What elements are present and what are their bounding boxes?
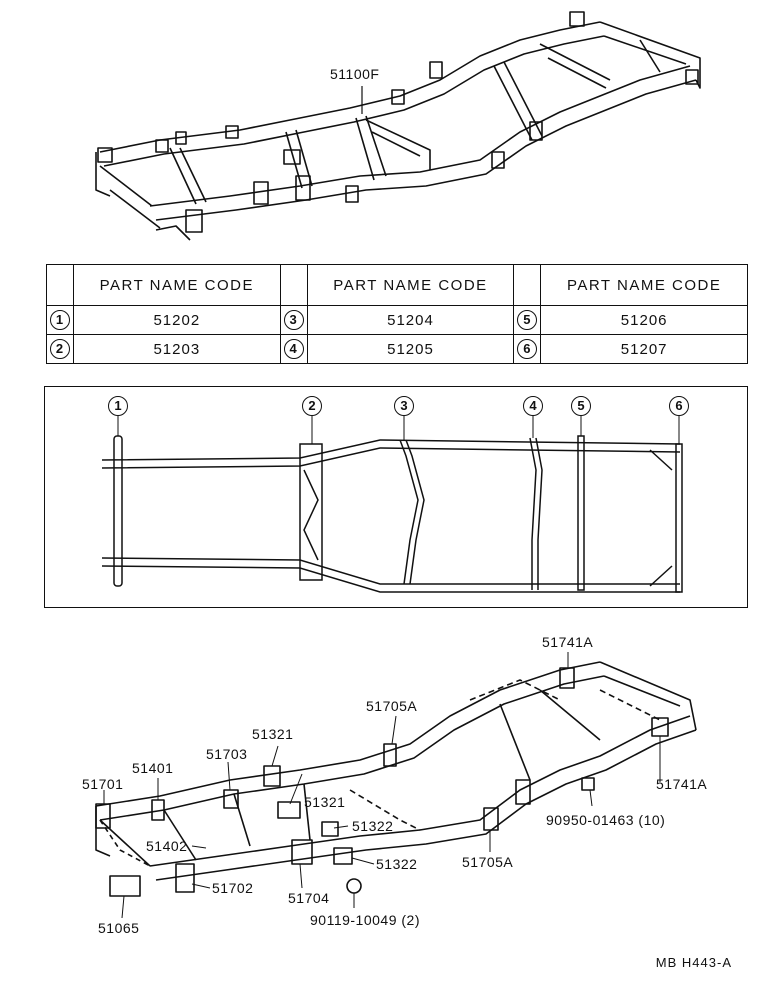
label-51704: 51704: [288, 890, 330, 906]
label-51321-a: 51321: [252, 726, 294, 742]
crossmember-marker-5: 5: [571, 396, 591, 416]
item-number: 1: [50, 310, 70, 330]
crossmember-marker-6: 6: [669, 396, 689, 416]
top-frame-label: 51100F: [330, 66, 380, 82]
label-90950: 90950-01463 (10): [546, 812, 666, 828]
label-51401: 51401: [132, 760, 174, 776]
item-number: 3: [283, 310, 304, 330]
label-51321-b: 51321: [304, 794, 346, 810]
label-51322-a: 51322: [352, 818, 394, 834]
crossmember-marker-2: 2: [302, 396, 322, 416]
label-51741A-right: 51741A: [656, 776, 708, 792]
item-number: 4: [283, 339, 304, 359]
label-51702: 51702: [212, 880, 254, 896]
plan-view-frame: [44, 386, 748, 608]
label-51065: 51065: [98, 920, 140, 936]
label-51703: 51703: [206, 746, 248, 762]
diagram-code: MB H443-A: [655, 955, 732, 970]
table-row: 2 51203 4 51205 6 51207: [46, 334, 748, 364]
part-code: 51206: [540, 305, 748, 335]
label-51705A-top: 51705A: [366, 698, 418, 714]
part-code: 51207: [540, 334, 748, 364]
item-number: 2: [50, 339, 70, 359]
label-51322-b: 51322: [376, 856, 418, 872]
crossmember-marker-1: 1: [108, 396, 128, 416]
item-number: 5: [517, 310, 538, 330]
crossmember-marker-3: 3: [394, 396, 414, 416]
crossmember-marker-4: 4: [523, 396, 543, 416]
label-90119: 90119-10049 (2): [310, 912, 420, 928]
label-51705A-bottom: 51705A: [462, 854, 514, 870]
item-number: 6: [517, 339, 538, 359]
label-51701: 51701: [82, 776, 124, 792]
label-51402: 51402: [146, 838, 188, 854]
table-header: PART NAME CODE: [540, 264, 748, 306]
part-code: 51205: [306, 334, 515, 364]
part-code-table: PART NAME CODE PART NAME CODE PART NAME …: [46, 264, 748, 364]
label-51741A-top: 51741A: [542, 634, 594, 650]
